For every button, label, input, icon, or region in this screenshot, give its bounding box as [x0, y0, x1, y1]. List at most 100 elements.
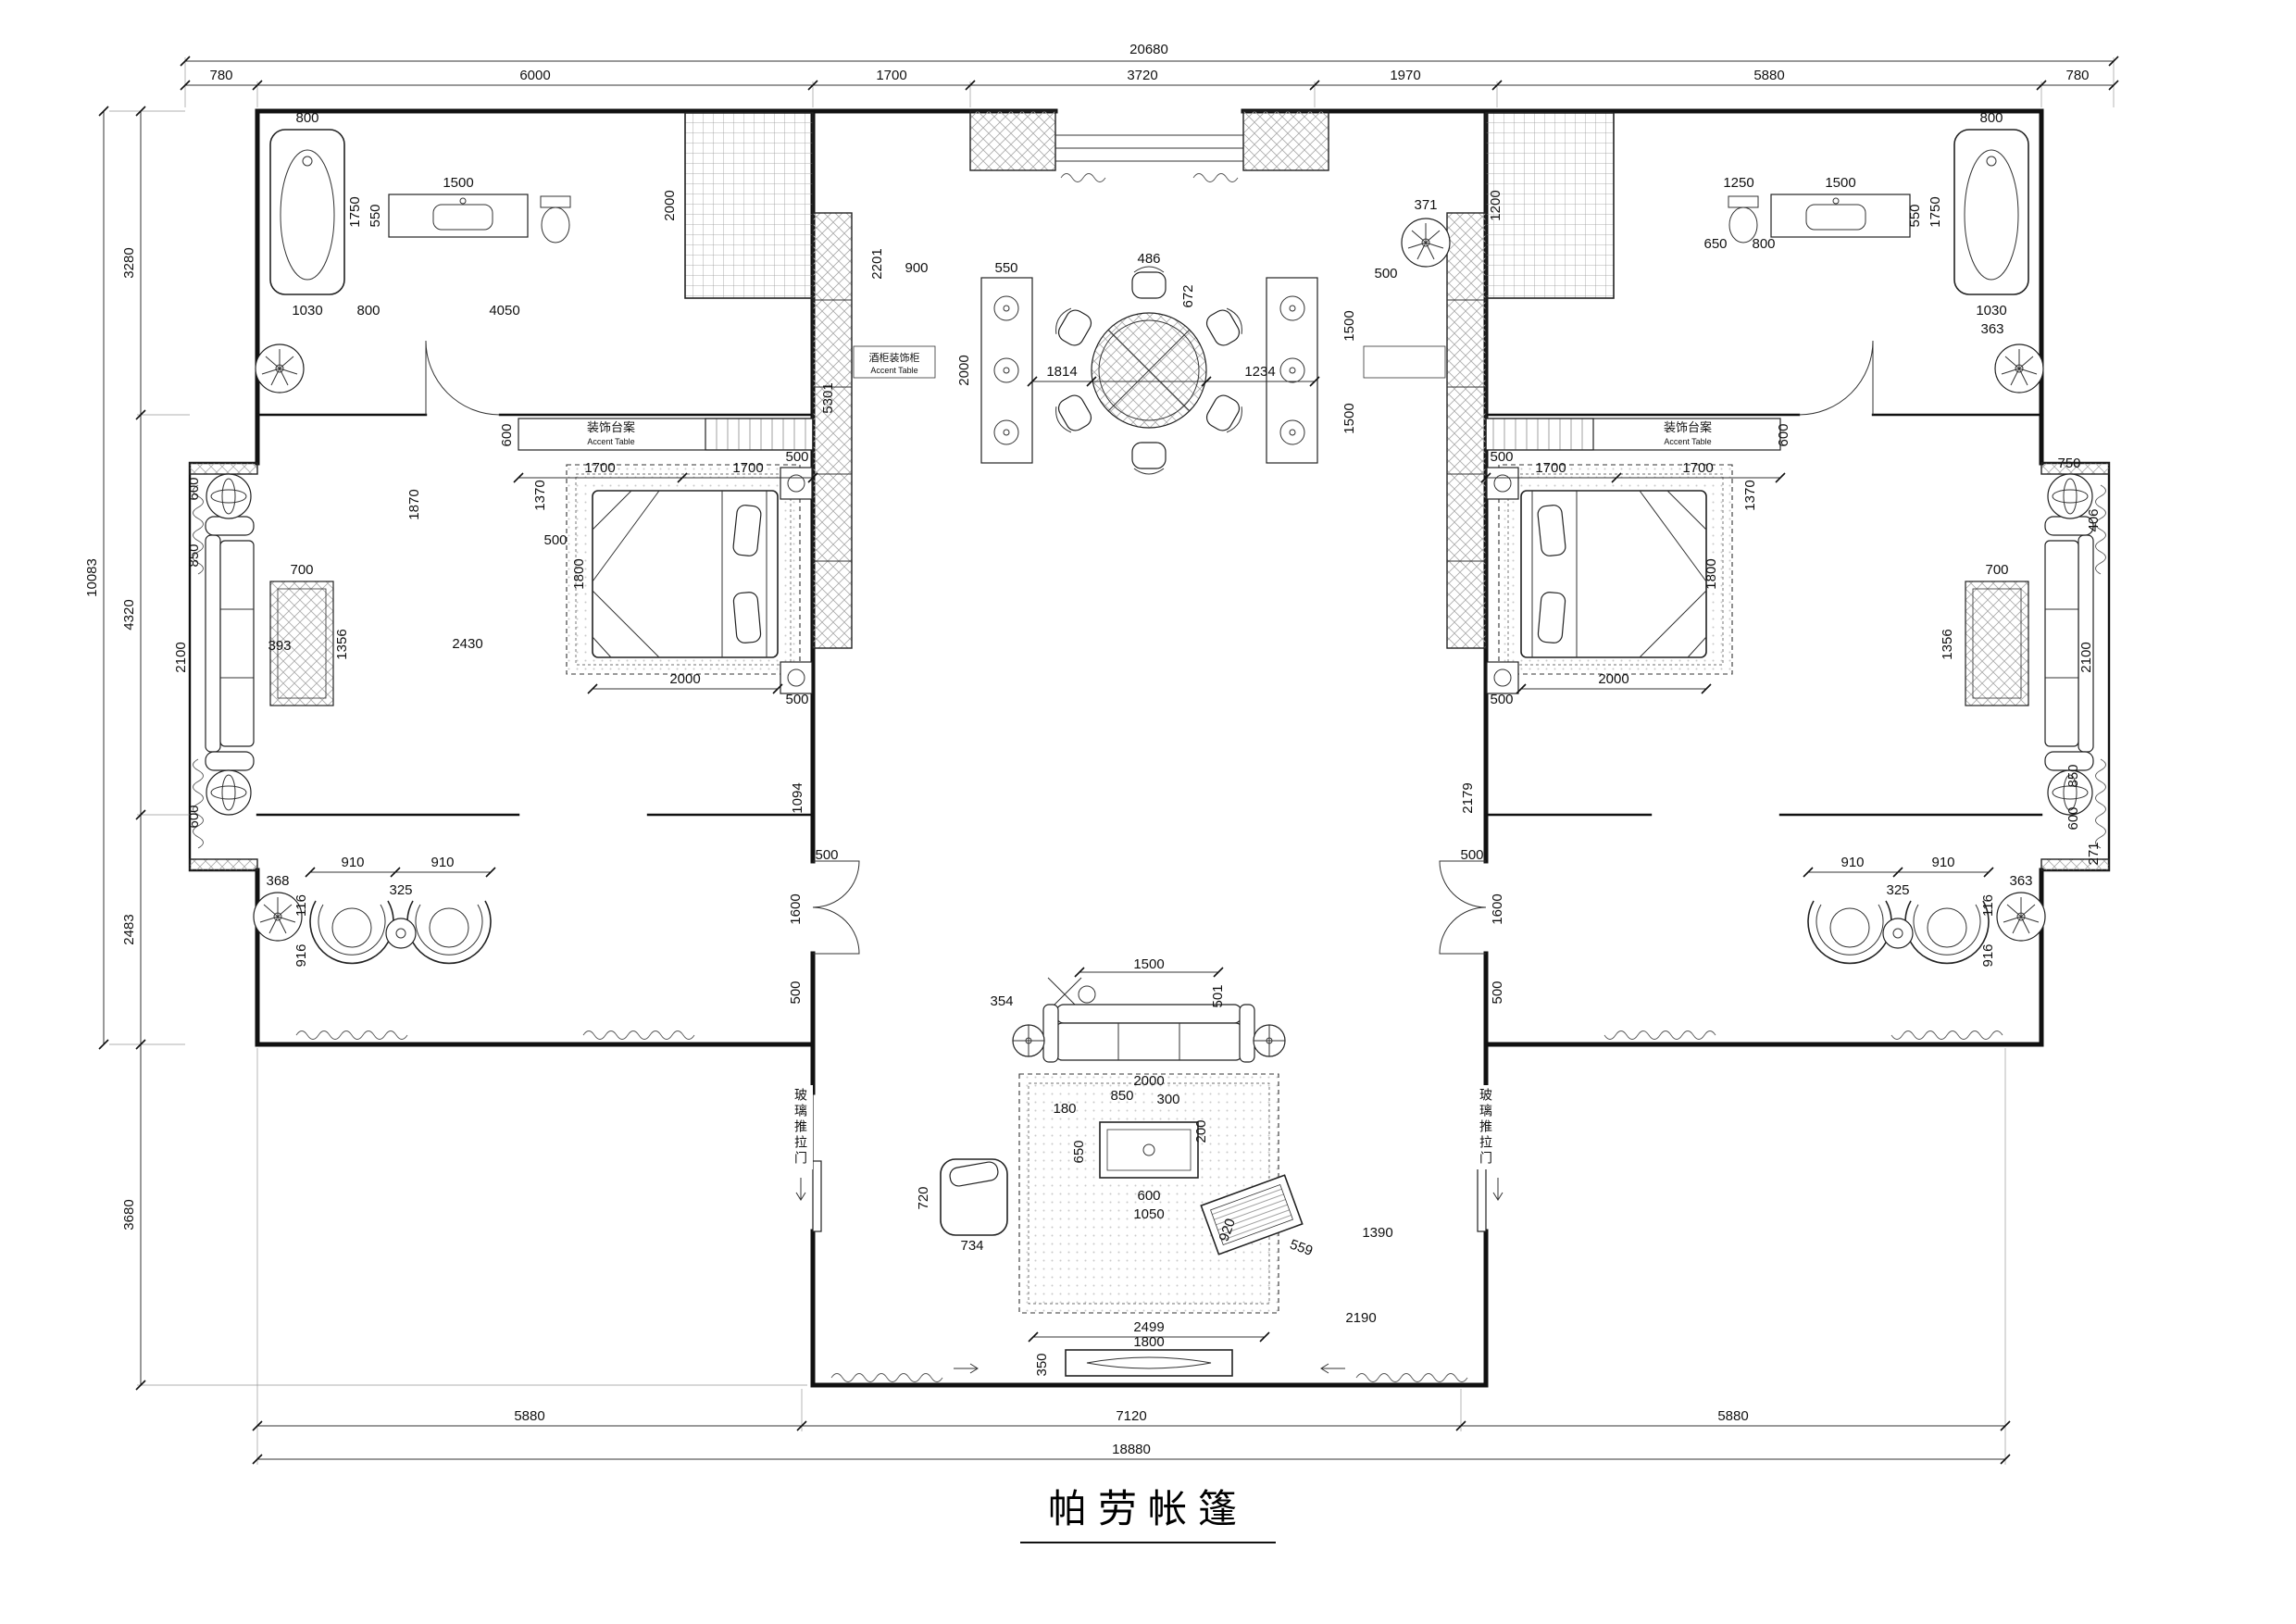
- dimension-label: 500: [1490, 981, 1505, 1004]
- dining-chair: [1205, 394, 1242, 433]
- dimension-label: 600: [1137, 1188, 1160, 1204]
- dimension-label: 500: [1490, 449, 1513, 465]
- toilet: [540, 195, 571, 244]
- coffee-table: [1099, 1121, 1199, 1179]
- glass-sliding-door-label-left: 玻璃推拉门: [789, 1085, 813, 1169]
- dimension-label: 1700: [584, 460, 615, 476]
- dimension-label: 363: [2009, 873, 2032, 889]
- tv-console: [1065, 1349, 1233, 1377]
- floor-lamp: [1012, 1024, 1045, 1057]
- dining-chair: [1205, 307, 1242, 346]
- dimension-label: 5880: [514, 1408, 544, 1424]
- dimension-label: 2100: [173, 642, 189, 672]
- dimension-label: 2000: [1598, 671, 1628, 687]
- dining-chair: [1055, 307, 1092, 346]
- accent-table-left-cn: 装饰台案: [587, 420, 635, 434]
- dimension-label: 10083: [84, 558, 100, 597]
- dimension-label: 800: [295, 110, 318, 126]
- dimension-label: 500: [543, 532, 567, 548]
- dimension-label: 406: [2086, 508, 2102, 531]
- dimension-label: 1700: [1682, 460, 1713, 476]
- curtain: [193, 758, 204, 849]
- dimension-label: 2000: [1133, 1073, 1164, 1089]
- dimension-label: 363: [1980, 321, 2003, 337]
- dimension-label: 910: [430, 855, 454, 870]
- dimension-label: 850: [2065, 764, 2081, 787]
- dimension-label: 1356: [1940, 629, 1955, 659]
- dimension-label: 850: [186, 543, 202, 567]
- pillow: [732, 592, 762, 643]
- dimension-label: 2201: [869, 248, 885, 279]
- dimension-label: 780: [2065, 68, 2089, 83]
- dimension-label: 800: [1752, 236, 1775, 252]
- dimension-label: 1370: [532, 480, 548, 510]
- accent-table-right-cn: 装饰台案: [1664, 420, 1712, 434]
- dimension-label: 1050: [1133, 1206, 1164, 1222]
- dimension-label: 916: [1980, 943, 1996, 967]
- dimension-label: 300: [1156, 1092, 1179, 1107]
- dimension-label: 325: [389, 882, 412, 898]
- plant: [255, 344, 305, 394]
- curtain: [582, 1031, 695, 1040]
- dimension-label: 1800: [1133, 1334, 1164, 1350]
- dimension-label: 600: [186, 805, 202, 828]
- dimension-label: 1814: [1046, 364, 1077, 380]
- dimension-label: 2499: [1133, 1319, 1164, 1335]
- dimension-label: 550: [994, 260, 1017, 276]
- bathtub: [269, 129, 345, 295]
- dimension-label: 2000: [669, 671, 700, 687]
- dimension-label: 500: [1374, 266, 1397, 281]
- dimension-label: 1800: [1703, 558, 1719, 589]
- door-arrows: [795, 1178, 1504, 1201]
- tv-unit: [1200, 1174, 1304, 1255]
- dimension-label: 1750: [347, 196, 363, 227]
- dimension-label: 1750: [1928, 196, 1943, 227]
- dimension-label: 750: [2057, 456, 2080, 471]
- sofa: [205, 516, 255, 771]
- living-sofa: [1042, 1004, 1255, 1063]
- dimension-label: 2100: [2078, 642, 2094, 672]
- dimension-chains: [98, 56, 2119, 1465]
- dining-chair: [1055, 394, 1092, 433]
- wardrobe-strip: [812, 212, 936, 649]
- dimension-label: 500: [785, 449, 808, 465]
- dimension-label: 1500: [1341, 403, 1357, 433]
- dimension-label: 7120: [1116, 1408, 1146, 1424]
- dimension-label: 600: [1776, 423, 1791, 446]
- wine-cabinet-cn: 酒柜装饰柜: [869, 351, 920, 364]
- dimension-label: 910: [341, 855, 364, 870]
- nightstand: [780, 661, 813, 694]
- dimension-label: 1200: [1488, 190, 1504, 220]
- curtain: [193, 484, 204, 575]
- dimension-label: 500: [788, 981, 804, 1004]
- double-door: [812, 860, 860, 955]
- nightstand: [780, 467, 813, 500]
- curtain: [295, 1031, 408, 1040]
- dimension-label: 1870: [406, 489, 422, 519]
- living-area: [940, 977, 1304, 1377]
- direction-arrows: [954, 1363, 1345, 1374]
- dimension-label: 500: [815, 847, 838, 863]
- bay-pier: [189, 462, 258, 475]
- dimension-label: 2000: [662, 190, 678, 220]
- floor-lamp: [1253, 1024, 1286, 1057]
- dimension-label: 800: [356, 303, 380, 319]
- accent-table-left-en: Accent Table: [587, 437, 634, 446]
- dimension-label: 368: [266, 873, 289, 889]
- dimension-label: 800: [1979, 110, 2003, 126]
- dimension-label: 1500: [443, 175, 473, 191]
- dimension-label: 600: [2065, 806, 2081, 830]
- side-table: [206, 473, 252, 519]
- wine-cabinet-en: Accent Table: [870, 366, 917, 375]
- coffee-table: [269, 581, 334, 706]
- dimension-label: 1356: [334, 629, 350, 659]
- dimension-label: 916: [293, 943, 309, 967]
- dimension-label: 271: [2086, 842, 2102, 865]
- dimension-label: 3720: [1127, 68, 1157, 83]
- dimension-label: 4320: [121, 599, 137, 630]
- dimension-label: 1700: [1535, 460, 1566, 476]
- dimension-label: 1700: [732, 460, 763, 476]
- round-table: [385, 918, 417, 949]
